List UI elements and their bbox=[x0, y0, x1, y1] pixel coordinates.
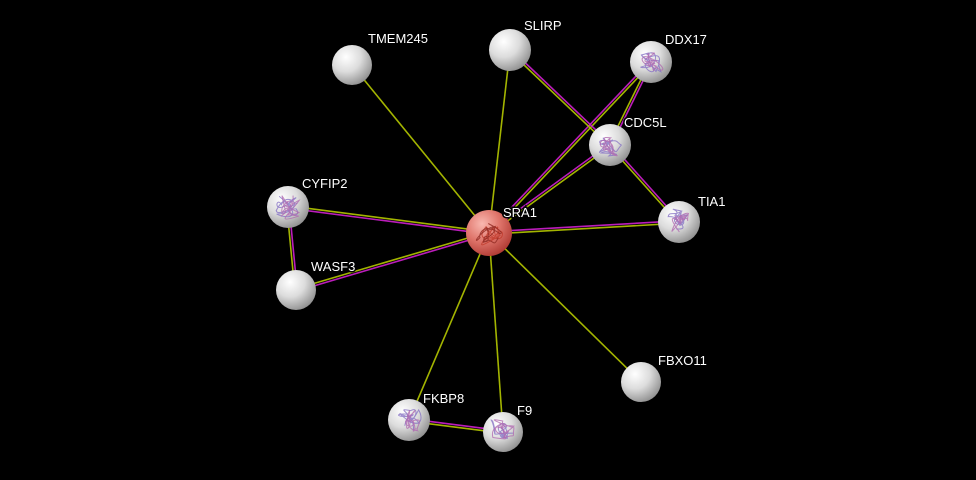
node-FKBP8[interactable]: FKBP8 bbox=[388, 390, 466, 441]
node-label: F9 bbox=[517, 403, 532, 418]
node-label: TMEM245 bbox=[368, 31, 428, 46]
node-label: FBXO11 bbox=[658, 353, 707, 368]
edge-SRA1-F9[interactable] bbox=[488, 232, 504, 433]
node-label: CDC5L bbox=[624, 115, 667, 130]
edge-SRA1-TIA1[interactable] bbox=[488, 220, 680, 235]
node-label: SRA1 bbox=[503, 205, 537, 220]
protein-sphere bbox=[621, 362, 661, 402]
edge-SRA1-WASF3[interactable] bbox=[295, 231, 490, 292]
protein-sphere bbox=[276, 270, 316, 310]
structure-ribbon bbox=[481, 225, 503, 246]
structure-ribbon bbox=[641, 52, 664, 71]
edge-line-experiments bbox=[510, 48, 612, 145]
protein-sphere bbox=[332, 45, 372, 85]
edge-line-textmining bbox=[295, 231, 489, 290]
edge-line-experiments bbox=[287, 207, 489, 235]
edge-SRA1-FKBP8[interactable] bbox=[408, 232, 490, 421]
node-CDC5L[interactable]: CDC5L bbox=[589, 114, 668, 166]
edge-line-textmining bbox=[508, 50, 610, 147]
node-label: CYFIP2 bbox=[302, 176, 348, 191]
node-F9[interactable]: F9 bbox=[483, 402, 534, 452]
edge-line-textmining bbox=[288, 205, 490, 233]
node-label: TIA1 bbox=[698, 194, 725, 209]
node-CYFIP2[interactable]: CYFIP2 bbox=[267, 175, 349, 228]
edge-line-textmining bbox=[489, 222, 680, 235]
edge-line-textmining bbox=[351, 64, 490, 234]
node-SRA1[interactable]: SRA1 bbox=[466, 204, 538, 256]
edge-line-textmining bbox=[489, 145, 612, 235]
node-DDX17[interactable]: DDX17 bbox=[630, 31, 708, 83]
node-label: SLIRP bbox=[524, 18, 562, 33]
node-TIA1[interactable]: TIA1 bbox=[658, 193, 727, 243]
edge-SRA1-SLIRP[interactable] bbox=[488, 49, 511, 234]
edge-SRA1-TMEM245[interactable] bbox=[351, 64, 490, 234]
edge-line-experiments bbox=[488, 220, 679, 233]
structure-ribbon bbox=[492, 419, 515, 440]
protein-sphere bbox=[489, 29, 531, 71]
edge-SRA1-DDX17[interactable] bbox=[487, 60, 653, 235]
structure-ribbon bbox=[600, 136, 618, 157]
node-label: DDX17 bbox=[665, 32, 707, 47]
edge-line-textmining bbox=[489, 62, 653, 235]
structure-ribbon bbox=[475, 223, 502, 244]
structure-ribbon bbox=[405, 410, 420, 432]
node-FBXO11[interactable]: FBXO11 bbox=[621, 352, 708, 402]
node-label: FKBP8 bbox=[423, 391, 464, 406]
edge-SRA1-FBXO11[interactable] bbox=[488, 232, 642, 383]
node-label: WASF3 bbox=[311, 259, 355, 274]
node-SLIRP[interactable]: SLIRP bbox=[489, 17, 563, 71]
edge-SRA1-CDC5L[interactable] bbox=[487, 143, 612, 235]
edge-line-textmining bbox=[488, 232, 642, 383]
edge-line-textmining bbox=[488, 232, 504, 433]
edge-SLIRP-CDC5L[interactable] bbox=[508, 48, 612, 147]
edge-line-experiments bbox=[487, 60, 651, 233]
structure-ribbon bbox=[671, 212, 689, 233]
edge-line-experiments bbox=[487, 143, 610, 233]
edge-line-experiments bbox=[296, 233, 490, 292]
edge-SRA1-CYFIP2[interactable] bbox=[287, 205, 490, 235]
edge-line-textmining bbox=[408, 232, 490, 421]
node-TMEM245[interactable]: TMEM245 bbox=[332, 30, 429, 85]
edge-line-textmining bbox=[488, 49, 511, 234]
node-WASF3[interactable]: WASF3 bbox=[276, 258, 357, 310]
structure-ribbon bbox=[280, 195, 301, 220]
